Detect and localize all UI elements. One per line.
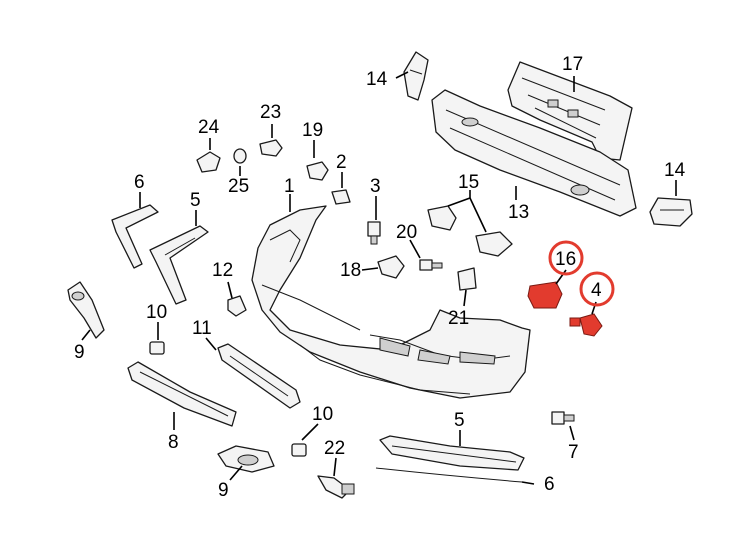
label-3: 3: [370, 176, 381, 197]
label-6-lower: 6: [544, 474, 555, 495]
part-12-bracket: [227, 295, 247, 317]
part-24-clip: [196, 151, 221, 173]
leader-lines: [81, 71, 677, 485]
label-4: 4: [591, 280, 602, 301]
part-22-sensor: [317, 475, 355, 499]
part-9-bracket-upper: [67, 281, 105, 339]
label-20: 20: [396, 222, 417, 243]
part-25-clip: [233, 148, 247, 164]
part-10-nut-lower: [291, 443, 307, 457]
label-6-upper: 6: [134, 172, 145, 193]
part-18-clip: [377, 255, 405, 279]
part-14-bracket-right: [649, 197, 693, 227]
label-10-upper: 10: [146, 302, 167, 323]
label-14-upper: 14: [366, 69, 388, 90]
label-8: 8: [168, 432, 179, 453]
part-4-highlighted-bolt: [569, 313, 603, 337]
label-14-right: 14: [664, 160, 686, 181]
highlight-ring-16: [548, 240, 584, 276]
part-8-grille-lower: [127, 361, 237, 427]
part-6-strip-upper: [111, 204, 159, 269]
part-15-bracket-right: [475, 231, 513, 257]
label-12: 12: [212, 260, 233, 281]
label-1: 1: [284, 176, 295, 197]
part-1-bumper-cover: [251, 205, 531, 399]
part-5-grille-upper: [149, 225, 209, 305]
label-10-lower: 10: [312, 404, 333, 425]
part-14-bracket-left: [403, 51, 429, 101]
part-17-reinforcement-upper: [507, 61, 633, 161]
part-2-clip: [331, 189, 351, 205]
label-15: 15: [458, 172, 479, 193]
part-5-grille-lower: [379, 435, 525, 471]
highlight-ring-4: [579, 271, 615, 307]
label-17: 17: [562, 54, 583, 75]
part-23-clip: [259, 139, 283, 157]
label-22: 22: [324, 438, 345, 459]
part-13-impact-beam: [431, 89, 637, 217]
label-11: 11: [192, 318, 212, 339]
part-15-bracket-left: [427, 205, 457, 231]
part-3-bolt: [367, 221, 381, 245]
part-11-plate-bracket: [217, 343, 301, 409]
label-23: 23: [260, 102, 281, 123]
label-18: 18: [340, 260, 361, 281]
label-5-lower: 5: [454, 410, 465, 431]
label-9-lower: 9: [218, 480, 229, 501]
part-9-bracket-lower: [217, 445, 275, 473]
label-7: 7: [568, 442, 579, 463]
label-25: 25: [228, 176, 249, 197]
label-9-upper: 9: [74, 342, 85, 363]
label-13: 13: [508, 202, 529, 223]
part-21-bracket: [457, 267, 477, 291]
label-21: 21: [448, 308, 469, 329]
label-24: 24: [198, 117, 220, 138]
label-16: 16: [555, 249, 576, 270]
part-20-screw: [419, 259, 443, 271]
label-19: 19: [302, 120, 323, 141]
label-2: 2: [336, 152, 347, 173]
part-6-strip-lower: [375, 467, 523, 483]
label-5-upper: 5: [190, 190, 201, 211]
part-10-nut-upper: [149, 341, 165, 355]
part-19-clip: [306, 161, 329, 181]
part-7-bolt: [551, 411, 575, 425]
part-16-highlighted: [527, 281, 563, 309]
